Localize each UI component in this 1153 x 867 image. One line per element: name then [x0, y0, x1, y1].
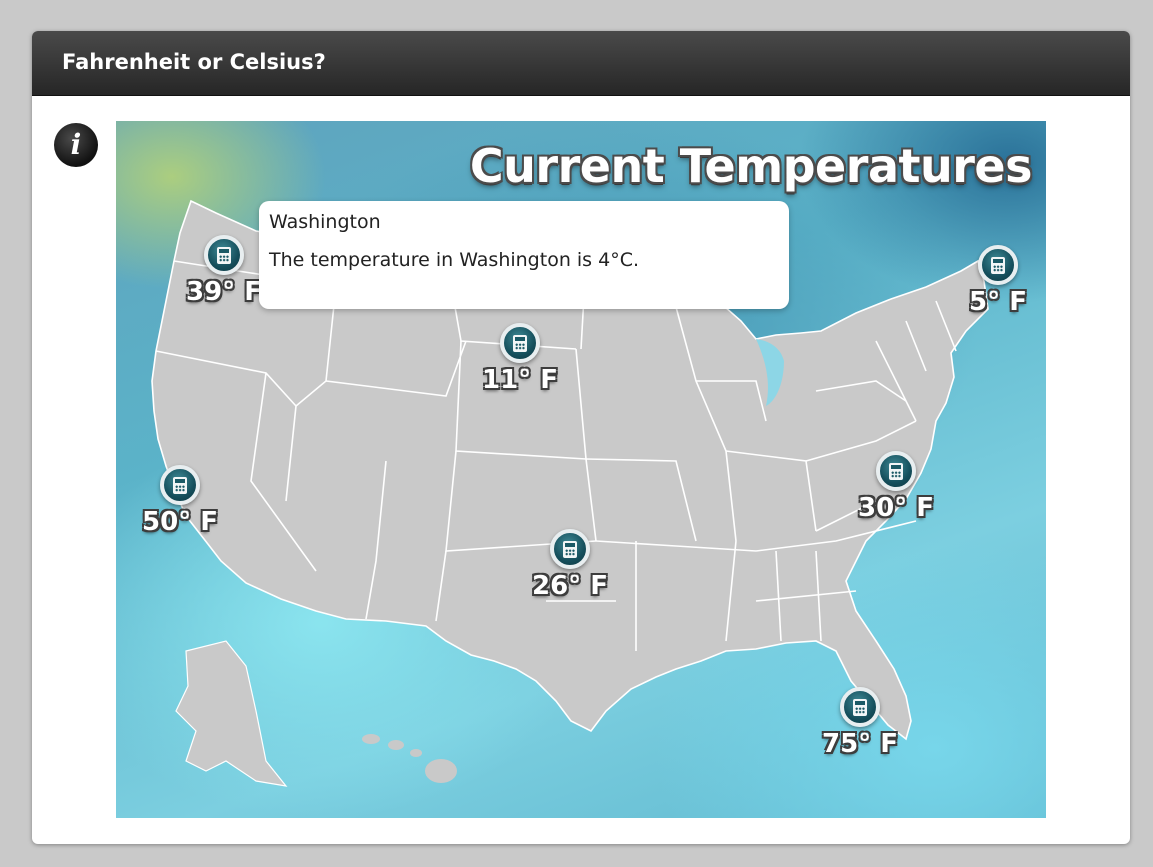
us-map — [151, 199, 989, 787]
pin-temp-label: 11° F — [482, 365, 558, 395]
calculator-icon[interactable] — [876, 451, 916, 491]
calculator-icon[interactable] — [500, 323, 540, 363]
map-title: Current Temperatures — [469, 139, 1033, 193]
calculator-icon[interactable] — [204, 235, 244, 275]
pin-temp-label: 30° F — [858, 493, 934, 523]
temperature-tooltip: Washington The temperature in Washington… — [259, 201, 789, 309]
title-bar: Fahrenheit or Celsius? — [32, 31, 1130, 96]
info-icon[interactable]: i — [54, 123, 98, 167]
pin-temp-label: 75° F — [822, 729, 898, 759]
map-stage: Current Temperatures 39° F 5° F 11° F 50… — [116, 121, 1046, 818]
calculator-icon[interactable] — [550, 529, 590, 569]
alaska-shape — [175, 640, 288, 787]
tooltip-title: Washington — [269, 211, 381, 233]
pin-temp-label: 39° F — [186, 277, 262, 307]
calculator-icon[interactable] — [840, 687, 880, 727]
window-title: Fahrenheit or Celsius? — [62, 50, 326, 74]
pin-temp-label: 5° F — [969, 287, 1027, 317]
pin-temp-label: 26° F — [532, 571, 608, 601]
hawaii-shape — [362, 734, 457, 783]
great-lakes — [756, 339, 784, 406]
calculator-icon[interactable] — [160, 465, 200, 505]
tooltip-body: The temperature in Washington is 4°C. — [269, 249, 640, 271]
calculator-icon[interactable] — [978, 245, 1018, 285]
activity-window: Fahrenheit or Celsius? i — [32, 31, 1130, 844]
pin-temp-label: 50° F — [142, 507, 218, 537]
